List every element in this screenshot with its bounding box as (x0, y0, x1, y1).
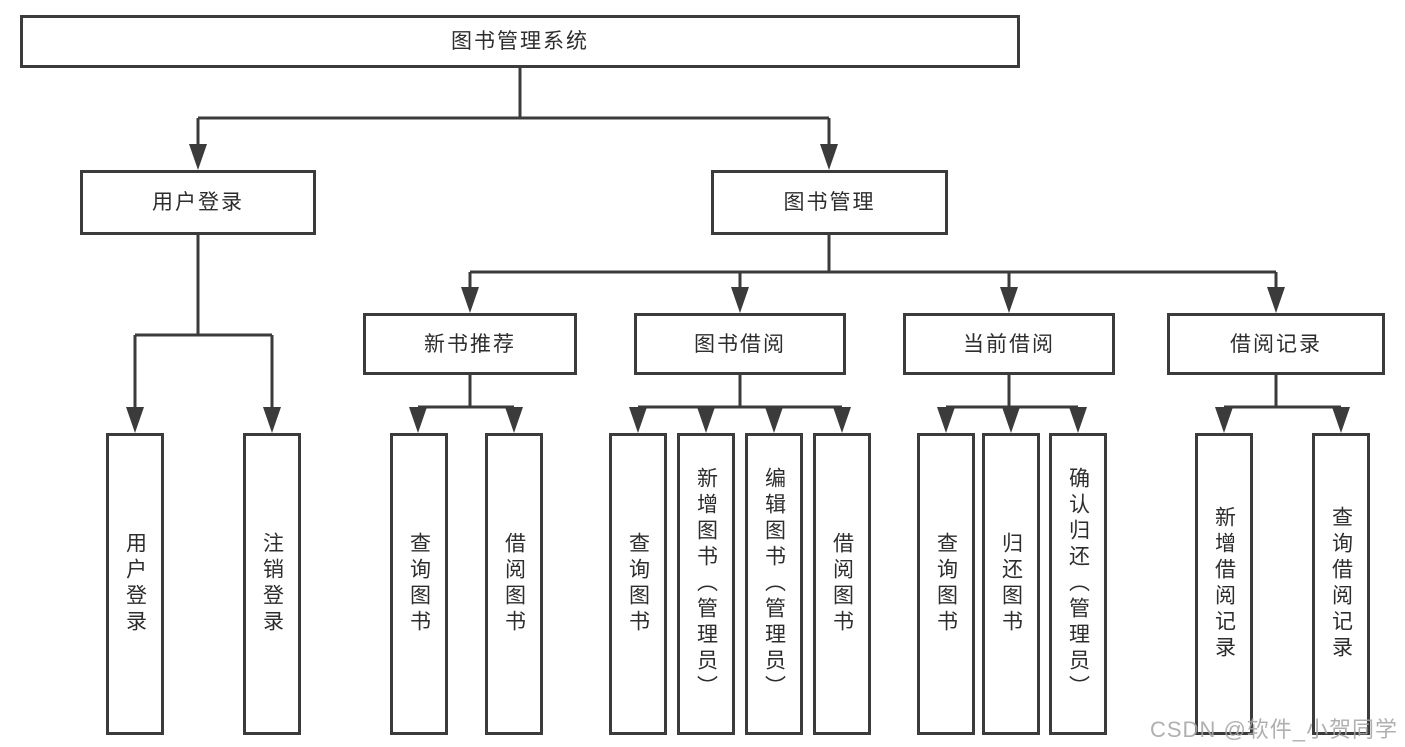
arrowheads (126, 144, 1350, 433)
node-book-management-label: 图书管理 (783, 191, 876, 214)
leaf-add-borrow-record-label: 新增借阅记录 (1212, 506, 1236, 662)
leaf-query-books-current: 查询图书 (917, 433, 975, 735)
node-current-borrow: 当前借阅 (903, 313, 1115, 375)
node-new-book-recommend-label: 新书推荐 (424, 332, 516, 356)
node-book-borrow: 图书借阅 (634, 313, 846, 375)
leaf-return-books-label: 归还图书 (999, 532, 1023, 636)
node-book-management: 图书管理 (711, 170, 948, 235)
leaf-borrow-books-recommend-label: 借阅图书 (502, 532, 526, 636)
leaf-return-books: 归还图书 (982, 433, 1040, 735)
node-book-borrow-label: 图书借阅 (694, 332, 786, 356)
leaf-query-borrow-record: 查询借阅记录 (1312, 433, 1370, 735)
root-node-label: 图书管理系统 (451, 30, 589, 53)
leaf-add-book-admin-label: 新增图书（管理员） (694, 467, 718, 701)
node-borrow-records: 借阅记录 (1167, 313, 1385, 375)
leaf-query-borrow-record-label: 查询借阅记录 (1329, 506, 1353, 662)
leaf-user-login-label: 用户登录 (123, 532, 147, 636)
leaf-confirm-return-admin-label: 确认归还（管理员） (1066, 467, 1090, 701)
leaf-query-books-borrow: 查询图书 (609, 433, 667, 735)
leaf-borrow-books-recommend: 借阅图书 (485, 433, 543, 735)
leaf-borrow-books-label: 借阅图书 (830, 532, 854, 636)
leaf-query-books-borrow-label: 查询图书 (626, 532, 650, 636)
leaf-query-books-recommend: 查询图书 (390, 433, 448, 735)
leaf-query-books-current-label: 查询图书 (934, 532, 958, 636)
node-borrow-records-label: 借阅记录 (1230, 332, 1322, 356)
node-current-borrow-label: 当前借阅 (963, 332, 1055, 356)
leaf-logout-label: 注销登录 (260, 532, 284, 636)
leaf-add-borrow-record: 新增借阅记录 (1195, 433, 1253, 735)
leaf-query-books-recommend-label: 查询图书 (407, 532, 431, 636)
leaf-confirm-return-admin: 确认归还（管理员） (1049, 433, 1107, 735)
node-user-login: 用户登录 (80, 170, 316, 235)
leaf-edit-book-admin-label: 编辑图书（管理员） (762, 467, 786, 701)
node-user-login-label: 用户登录 (152, 191, 244, 214)
leaf-edit-book-admin: 编辑图书（管理员） (745, 433, 803, 735)
leaf-borrow-books: 借阅图书 (813, 433, 871, 735)
watermark: CSDN @软件_小贺同学 (1150, 717, 1399, 742)
leaf-add-book-admin: 新增图书（管理员） (677, 433, 735, 735)
leaf-user-login: 用户登录 (106, 433, 164, 735)
node-new-book-recommend: 新书推荐 (363, 313, 577, 375)
leaf-logout: 注销登录 (243, 433, 301, 735)
root-node: 图书管理系统 (20, 15, 1020, 68)
